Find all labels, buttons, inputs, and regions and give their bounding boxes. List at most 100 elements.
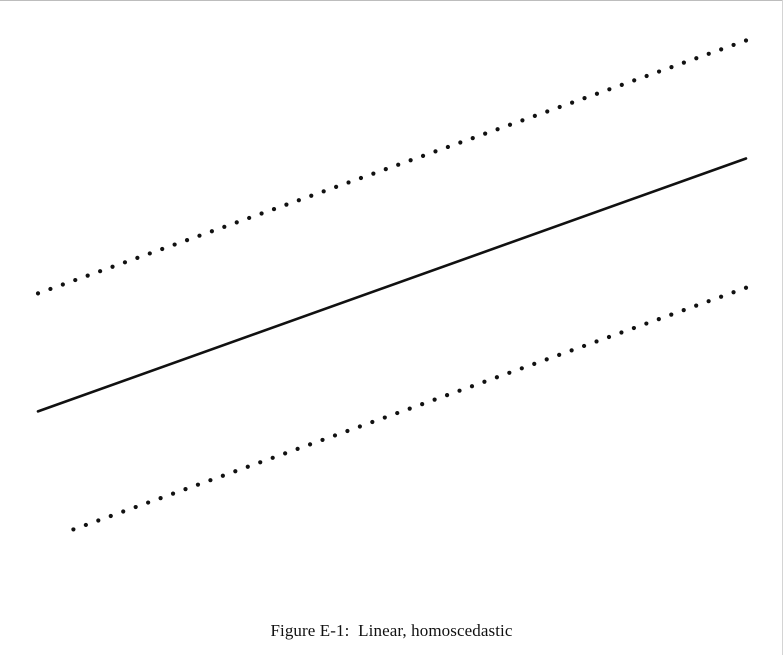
band-dot (334, 184, 339, 189)
band-dot (594, 339, 599, 344)
band-dot (183, 487, 188, 492)
band-dot (320, 437, 325, 443)
band-dot (433, 149, 438, 154)
band-dot (307, 442, 313, 447)
band-dot (346, 180, 351, 185)
band-dot (371, 171, 376, 176)
band-dot (383, 167, 388, 172)
regression-line (36, 157, 748, 413)
band-dot (632, 78, 637, 83)
band-dot (743, 38, 749, 43)
band-dot (557, 352, 562, 357)
band-dot (48, 286, 53, 292)
band-dot (121, 509, 126, 514)
band-dot (495, 127, 500, 132)
band-dot (706, 299, 711, 304)
band-dot (35, 291, 41, 296)
band-dot (98, 269, 103, 274)
lower-dotted-band (71, 285, 749, 532)
band-dot (557, 104, 562, 110)
band-dot (594, 91, 600, 96)
band-dot (432, 397, 437, 402)
band-dot (494, 375, 499, 380)
upper-dotted-band (35, 38, 749, 296)
band-dot (396, 162, 401, 167)
band-dot (295, 446, 300, 451)
band-dot (408, 158, 413, 163)
band-dot (208, 478, 213, 483)
band-dot (482, 379, 487, 384)
band-dot (731, 290, 736, 295)
band-dot (283, 451, 288, 456)
band-dot (172, 242, 177, 247)
band-dot (96, 518, 101, 523)
band-dot (607, 87, 612, 92)
band-dot (85, 273, 90, 278)
band-dot (694, 56, 699, 61)
band-dot (532, 361, 537, 366)
band-dot (458, 140, 463, 145)
band-dot (420, 153, 426, 158)
band-dot (258, 460, 263, 465)
band-dot (718, 294, 724, 299)
band-dot (382, 415, 387, 420)
band-dot (234, 220, 239, 225)
band-dot (321, 189, 326, 194)
band-dot (470, 135, 475, 141)
band-dot (532, 113, 537, 119)
band-dot (656, 316, 661, 322)
band-dot (719, 47, 724, 52)
band-dot (122, 260, 128, 265)
band-dot (83, 522, 88, 528)
band-dot (507, 122, 513, 127)
band-dot (681, 308, 686, 313)
band-dot (581, 343, 587, 349)
band-dot (146, 500, 151, 505)
band-dot (135, 255, 140, 260)
band-dot (195, 482, 201, 487)
band-dot (133, 504, 138, 510)
band-dot (582, 96, 587, 101)
band-dot (259, 211, 264, 216)
band-dot (233, 469, 238, 474)
band-dot (631, 325, 637, 331)
band-dot (507, 370, 512, 375)
band-dot (656, 69, 662, 74)
band-dot (444, 393, 450, 398)
band-dot (209, 229, 214, 234)
band-dot (309, 193, 314, 198)
band-dot (345, 428, 350, 434)
band-dot (270, 455, 275, 460)
band-dot (160, 246, 165, 252)
band-dot (170, 491, 176, 496)
band-dot (619, 330, 624, 335)
line-plot (35, 38, 749, 532)
band-dot (332, 433, 338, 438)
band-dot (108, 513, 113, 519)
band-dot (73, 277, 78, 283)
band-dot (271, 206, 277, 212)
band-dot (694, 303, 699, 308)
band-dot (483, 131, 488, 136)
band-dot (457, 388, 462, 393)
band-dot (358, 175, 364, 181)
band-dot (669, 312, 674, 317)
band-dot (247, 215, 252, 221)
series-layer (35, 38, 749, 532)
band-dot (644, 321, 649, 326)
band-dot (147, 251, 152, 256)
band-dot (570, 100, 575, 105)
band-dot (743, 285, 749, 290)
band-dot (245, 464, 250, 469)
band-dot (407, 406, 412, 411)
band-dot (420, 402, 425, 407)
band-dot (395, 410, 400, 416)
band-dot (445, 144, 450, 150)
band-dot (644, 73, 649, 79)
band-dot (519, 366, 524, 371)
band-dot (197, 233, 202, 238)
band-dot (545, 109, 550, 114)
band-dot (731, 42, 736, 48)
figure-caption: Figure E-1: Linear, homoscedastic (270, 621, 513, 640)
